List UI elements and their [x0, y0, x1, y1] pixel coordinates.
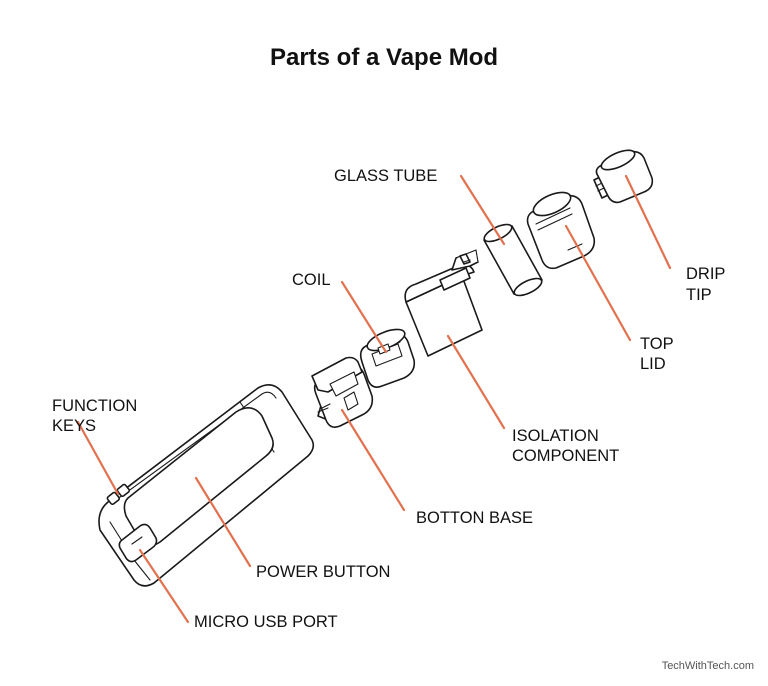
leader-coil: [340, 280, 388, 354]
diagram-title: Parts of a Vape Mod: [269, 44, 499, 71]
label-micro-usb-port: MICRO USB PORT: [194, 613, 338, 631]
watermark: TechWithTech.com: [661, 660, 754, 672]
label-function-keys-line2: KEYS: [52, 417, 97, 435]
leader-power-button: [194, 476, 252, 568]
label-drip-tip-line1: DRIP: [686, 265, 726, 283]
label-power-button: POWER BUTTON: [256, 563, 391, 581]
leader-top-lid: [564, 224, 632, 342]
leader-isolation-component: [446, 334, 506, 430]
micro-usb-port: [118, 523, 158, 563]
leader-drip-tip: [624, 174, 672, 270]
label-botton-base: BOTTON BASE: [416, 509, 534, 527]
drip-tip: [593, 149, 654, 204]
label-function-keys-line1: FUNCTION: [52, 397, 138, 415]
leader-function-keys: [76, 420, 120, 496]
bottom-base: [311, 356, 374, 428]
label-top-lid-line1: TOP: [640, 335, 674, 353]
power-button-panel: [123, 407, 274, 547]
label-coil: COIL: [292, 271, 331, 289]
mod-body: [98, 384, 315, 587]
leader-botton-base: [340, 408, 406, 512]
label-drip-tip-line2: TIP: [686, 286, 712, 304]
function-key-2: [116, 483, 131, 498]
leader-lines: [76, 174, 672, 624]
label-glass-tube: GLASS TUBE: [334, 167, 438, 185]
label-isolation-line1: ISOLATION: [512, 427, 599, 445]
isolation-component: [404, 249, 483, 357]
coil: [359, 328, 416, 388]
label-isolation-line2: COMPONENT: [512, 447, 620, 465]
leader-glass-tube: [459, 174, 506, 246]
top-lid: [526, 191, 596, 270]
function-key-1: [106, 491, 121, 506]
label-top-lid-line2: LID: [640, 355, 666, 373]
leader-micro-usb-port: [138, 548, 190, 624]
